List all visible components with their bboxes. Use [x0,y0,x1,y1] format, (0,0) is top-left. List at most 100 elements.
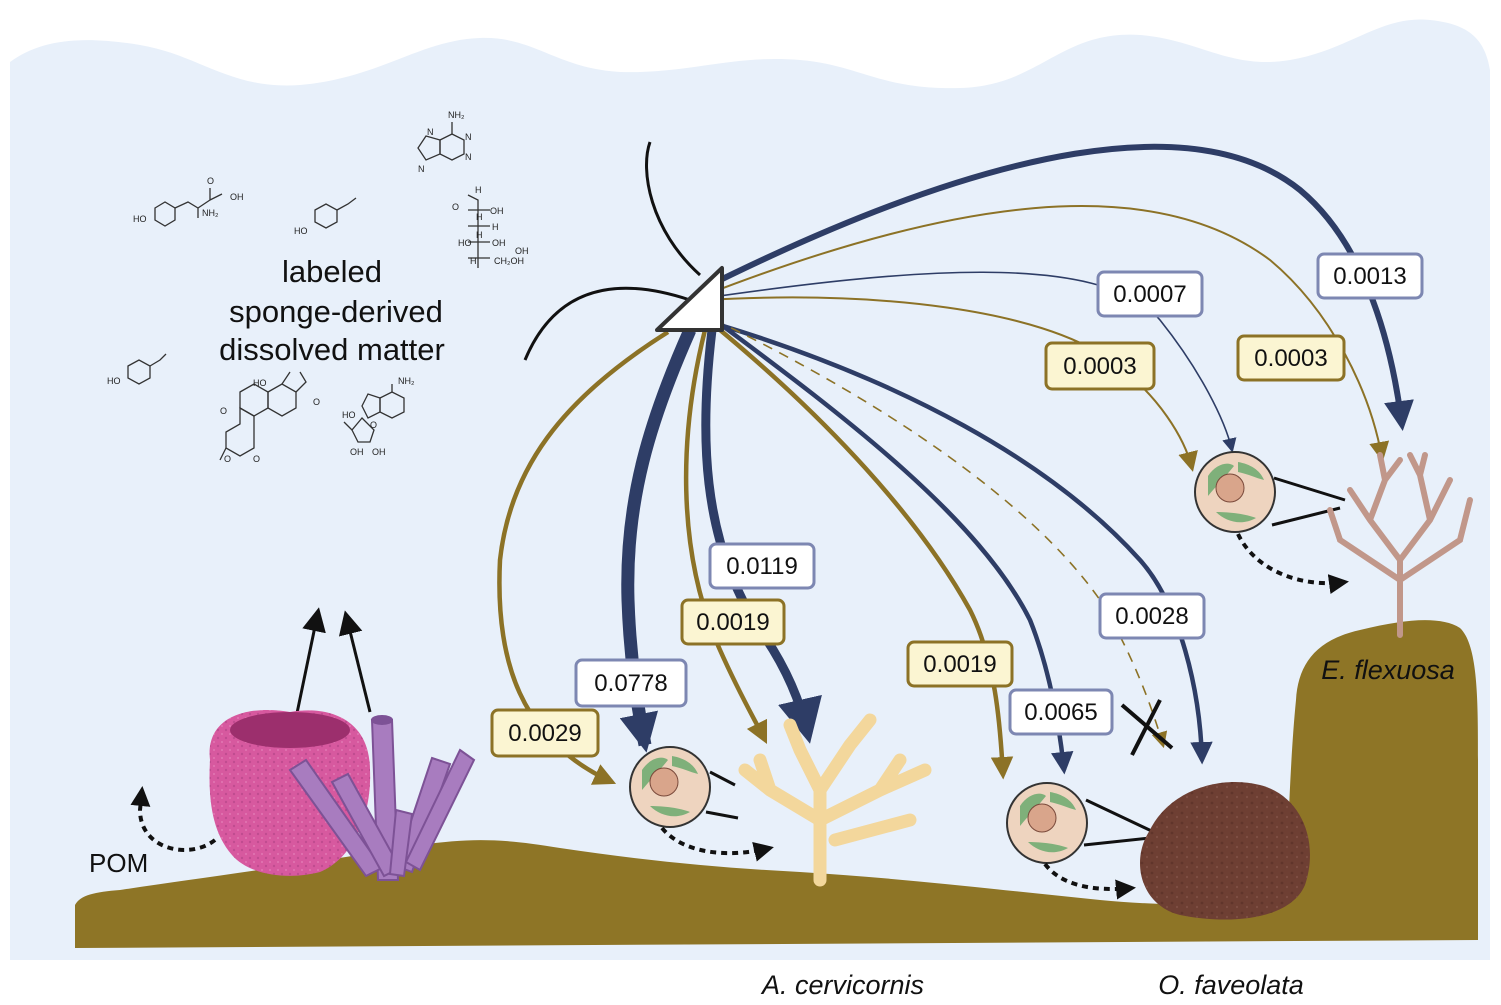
svg-text:H: H [492,222,499,232]
staghorn-coral-icon [738,713,932,887]
svg-text:CH₂OH: CH₂OH [494,256,524,266]
flux-label-o-fav-polyp-nitrogen: 0.0019 [923,651,996,678]
dissolved-matter-line-1: labeled [282,254,382,289]
flux-label-box: 0.0019 [906,640,1014,688]
arrow-e-flex-coral-carbon [698,143,1414,431]
coral-polyp-cell-icon [1194,451,1346,533]
adenosine-structure-icon: NH₂ HO O OH OH [342,376,415,457]
svg-text:O: O [253,454,260,464]
tyrosine-structure-icon: HO NH₂ OH O [133,176,244,227]
sponge-source [523,141,702,361]
sponges: POM [89,607,476,881]
a-cervicornis-group [629,713,932,887]
svg-text:OH: OH [515,246,529,256]
svg-text:N: N [427,127,434,137]
flux-label-box: 0.0065 [1008,688,1114,736]
svg-text:HO: HO [133,214,147,224]
pom-release-arrow [130,786,217,852]
uptake-arrow [1043,862,1136,900]
flux-label-a-cerv-coral-nitrogen: 0.0019 [696,609,769,636]
uptake-arrow [660,826,774,862]
flux-label-e-flex-coral-carbon: 0.0013 [1333,263,1406,290]
flux-label-box: 0.0003 [1236,334,1346,382]
flux-label-e-flex-polyp-nitrogen: 0.0003 [1063,353,1136,380]
no-transfer-cross-mark [1120,699,1174,756]
flux-label-a-cerv-polyp-nitrogen: 0.0029 [508,720,581,747]
svg-text:OH: OH [350,447,364,457]
adenine-structure-icon: NH₂ N N N N [417,110,472,174]
dom-release-arrow [294,607,326,719]
species-label-o-faveolata: O. faveolata [1158,970,1304,1000]
flux-label-e-flex-polyp-carbon: 0.0007 [1113,281,1186,308]
flux-label-box: 0.0013 [1316,252,1424,300]
svg-text:O: O [207,176,214,186]
o-faveolata-group [1006,782,1310,920]
quinone-structure-icon: HO O O O O [219,371,320,464]
arrow-a-cerv-coral-carbon [701,329,822,744]
svg-text:OH: OH [230,192,244,202]
coral-polyp-cell-icon [629,746,739,828]
svg-text:HO: HO [107,376,121,386]
flux-label-o-fav-polyp-carbon: 0.0065 [1024,699,1097,726]
barrel-sponge-icon [209,709,371,876]
flux-label-a-cerv-polyp-carbon: 0.0778 [594,670,667,697]
dissolved-matter-label: labeled sponge-derived dissolved matter [219,254,445,367]
svg-text:OH: OH [492,238,506,248]
svg-text:N: N [418,164,425,174]
pom-label: POM [89,848,148,878]
svg-text:O: O [370,420,377,430]
seafloor [75,620,1478,948]
dissolved-matter-line-3: dissolved matter [219,332,445,367]
flux-labels: 0.0029 0.0778 0.0019 0.0119 0.0019 0.006… [490,252,1424,758]
flux-label-box: 0.0028 [1098,592,1206,640]
flux-label-box: 0.0007 [1096,270,1204,318]
arrow-e-flex-polyp-nitrogen [704,296,1198,472]
svg-text:H: H [476,230,483,240]
svg-text:NH₂: NH₂ [448,110,465,120]
uptake-arrow [1236,533,1349,595]
flux-label-a-cerv-coral-carbon: 0.0119 [726,553,798,580]
svg-text:HO: HO [458,238,472,248]
svg-text:HO: HO [294,226,308,236]
flux-label-box: 0.0119 [708,542,816,590]
flux-label-o-fav-coral-carbon: 0.0028 [1115,603,1188,630]
arrow-o-fav-polyp-nitrogen [706,318,1014,780]
svg-text:OH: OH [490,206,504,216]
svg-text:O: O [220,406,227,416]
svg-text:O: O [224,454,231,464]
tube-sponge-icon [288,715,476,881]
svg-text:NH₂: NH₂ [202,208,219,218]
arrow-o-fav-coral-nitrogen-absent [714,319,1168,749]
svg-text:H: H [476,212,483,222]
sugar-structure-icon: H O H OH HO H H OH H OH CH₂OH [452,185,529,268]
coral-polyp-cell-icon [1006,782,1161,864]
flux-label-box: 0.0778 [574,658,688,708]
e-flexuosa-group [1194,451,1473,638]
chemical-structures: HO NH₂ OH O HO NH₂ N N N N H O H OH [107,110,529,464]
svg-text:O: O [313,397,320,407]
boulder-coral-icon [1140,782,1310,920]
arrow-o-fav-coral-carbon [719,322,1213,765]
svg-text:N: N [465,152,472,162]
flux-label-box: 0.0029 [490,708,600,758]
flux-label-box: 0.0003 [1044,341,1156,391]
svg-text:OH: OH [372,447,386,457]
species-label-a-cervicornis: A. cervicornis [760,970,924,1000]
svg-text:H: H [475,185,482,195]
ethylphenol-structure-icon: HO [294,197,357,236]
svg-text:HO: HO [253,378,267,388]
arrow-e-flex-coral-nitrogen [704,205,1390,462]
svg-text:N: N [465,132,472,142]
svg-text:H: H [470,256,477,266]
species-label-e-flexuosa: E. flexuosa [1321,655,1455,685]
gorgonian-coral-icon [1327,452,1473,638]
sponge-source-triangle [655,266,724,332]
svg-text:HO: HO [342,410,356,420]
svg-text:NH₂: NH₂ [398,376,415,386]
svg-text:O: O [452,202,459,212]
dom-release-arrow [338,610,372,713]
flux-label-e-flex-coral-nitrogen: 0.0003 [1254,345,1327,372]
dissolved-matter-line-2: sponge-derived [229,294,443,329]
flux-label-box: 0.0019 [680,598,786,646]
